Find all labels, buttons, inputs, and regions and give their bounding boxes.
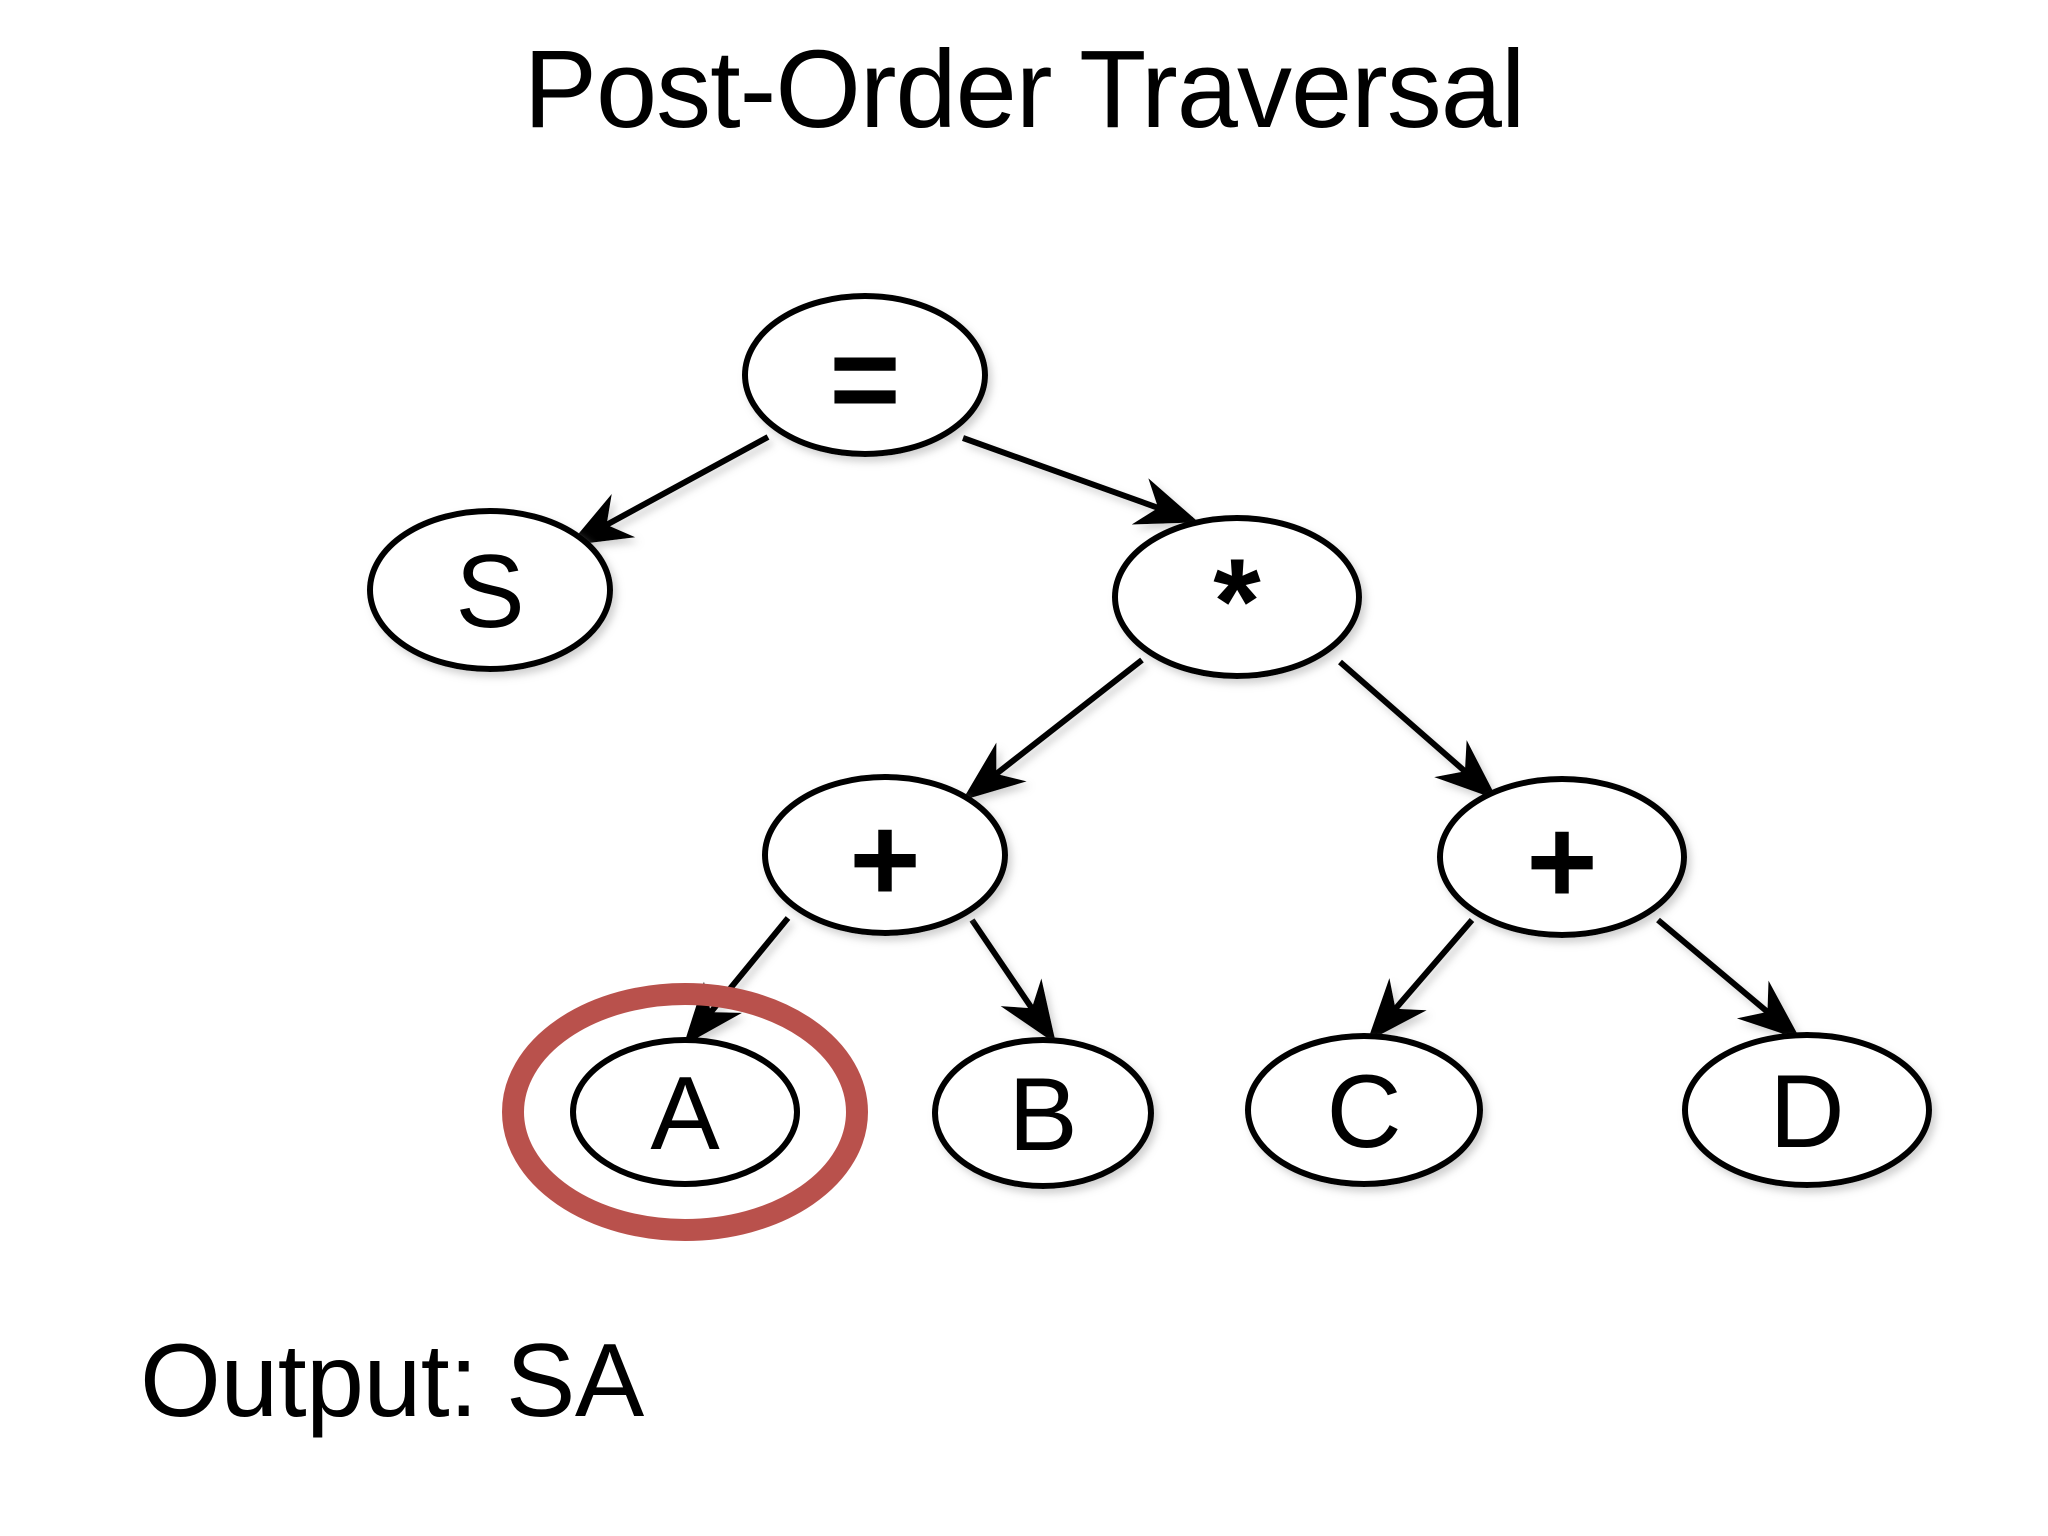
output-text: Output: SA <box>140 1323 644 1439</box>
node-label-c: C <box>1326 1054 1401 1170</box>
node-label-root: = <box>829 311 900 447</box>
page-title: Post-Order Traversal <box>523 28 1526 151</box>
node-label-plus1: + <box>849 791 920 927</box>
edge-plus1-to-b <box>969 918 1057 1044</box>
current-node-highlight-ring <box>502 983 868 1241</box>
tree-node-plus2[interactable]: + <box>1437 776 1687 938</box>
node-ellipse-a <box>570 1037 800 1187</box>
node-ellipse-plus1 <box>762 774 1008 936</box>
edge-mul-to-plus1 <box>962 657 1144 801</box>
node-label-d: D <box>1769 1054 1844 1170</box>
node-ellipse-d <box>1682 1032 1932 1188</box>
tree-node-a[interactable]: A <box>570 1037 800 1187</box>
node-ellipse-root <box>742 293 988 457</box>
tree-node-root[interactable]: = <box>742 293 988 457</box>
tree-node-plus1[interactable]: + <box>762 774 1008 936</box>
node-ellipse-s <box>367 508 613 672</box>
node-label-mul: * <box>1213 533 1261 669</box>
edge-plus2-to-c <box>1367 918 1475 1042</box>
edge-plus1-to-a <box>683 916 791 1046</box>
node-label-plus2: + <box>1526 793 1597 929</box>
edge-root-to-s <box>568 434 770 546</box>
node-ellipse-mul <box>1112 515 1362 679</box>
tree-node-d[interactable]: D <box>1682 1032 1932 1188</box>
node-label-s: S <box>455 534 524 650</box>
node-ellipse-c <box>1245 1033 1483 1187</box>
edge-root-to-mul <box>961 435 1199 525</box>
edge-mul-to-plus2 <box>1338 659 1498 800</box>
node-label-a: A <box>650 1056 720 1172</box>
tree-edge-group <box>568 434 1801 1046</box>
tree-node-c[interactable]: C <box>1245 1033 1483 1187</box>
tree-node-s[interactable]: S <box>367 508 613 672</box>
node-label-b: B <box>1008 1057 1077 1173</box>
tree-node-b[interactable]: B <box>932 1037 1154 1189</box>
node-ellipse-plus2 <box>1437 776 1687 938</box>
edge-plus2-to-d <box>1656 917 1801 1040</box>
node-ellipse-b <box>932 1037 1154 1189</box>
tree-node-group: = S * + + A <box>367 293 1932 1189</box>
tree-node-mul[interactable]: * <box>1112 515 1362 679</box>
